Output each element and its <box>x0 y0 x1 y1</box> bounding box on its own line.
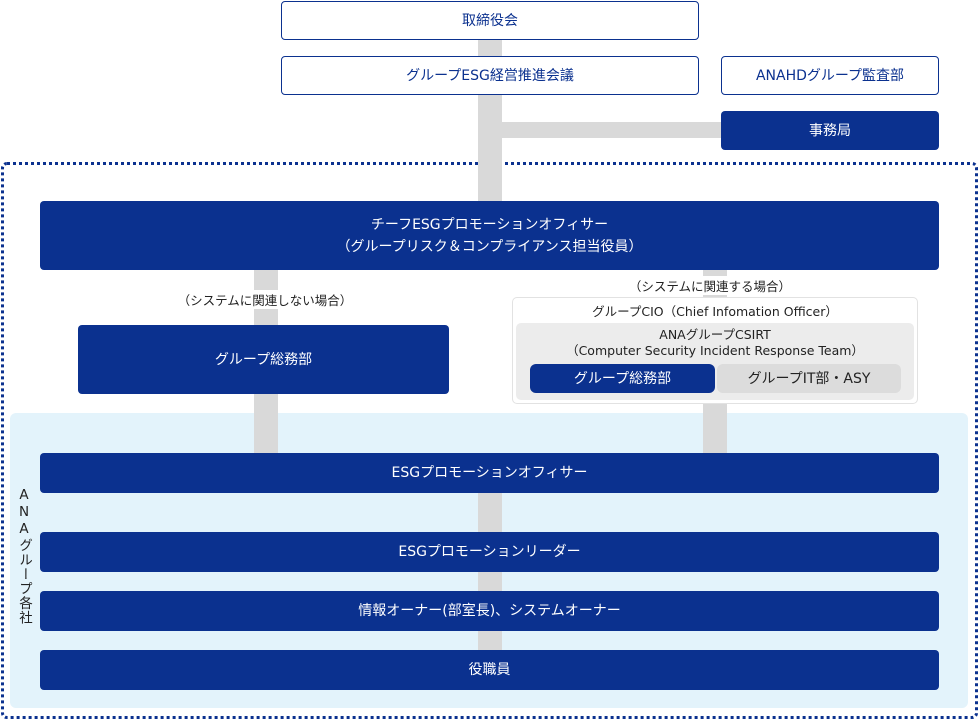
chief-esg-officer-box: チーフESGプロモーションオフィサー （グループリスク＆コンプライアンス担当役員… <box>40 201 939 270</box>
information-owner-box: 情報オーナー(部室長)、システムオーナー <box>40 591 939 631</box>
audit-department-box: ANAHDグループ監査部 <box>721 56 939 95</box>
employees-box: 役職員 <box>40 650 939 690</box>
secretariat-box: 事務局 <box>721 111 939 150</box>
cio-label: グループCIO（Chief Infomation Officer） <box>592 304 838 319</box>
esg-council-box: グループESG経営推進会議 <box>281 56 699 95</box>
csirt-it-department-box: グループIT部・ASY <box>717 364 901 393</box>
chief-subtitle: （グループリスク＆コンプライアンス担当役員） <box>336 238 643 255</box>
csirt-subtitle: （Computer Security Incident Response Tea… <box>566 343 864 358</box>
general-affairs-box: グループ総務部 <box>78 325 449 394</box>
chief-title: チーフESGプロモーションオフィサー <box>370 216 609 233</box>
csirt-general-affairs-box: グループ総務部 <box>530 364 715 393</box>
csirt-box: ANAグループCSIRT （Computer Security Incident… <box>516 323 914 400</box>
cio-box: グループCIO（Chief Infomation Officer） ANAグルー… <box>512 297 918 404</box>
connector <box>502 122 721 138</box>
system-condition-label: （システムに関連する場合） <box>590 276 830 295</box>
csirt-title: ANAグループCSIRT <box>659 327 771 342</box>
group-companies-label: ANAグループ各社 <box>16 487 32 625</box>
esg-promotion-officer-box: ESGプロモーションオフィサー <box>40 453 939 493</box>
board-of-directors-box: 取締役会 <box>281 1 699 40</box>
non-system-condition-label: （システムに関連しない場合） <box>140 290 390 309</box>
esg-promotion-leader-box: ESGプロモーションリーダー <box>40 532 939 572</box>
